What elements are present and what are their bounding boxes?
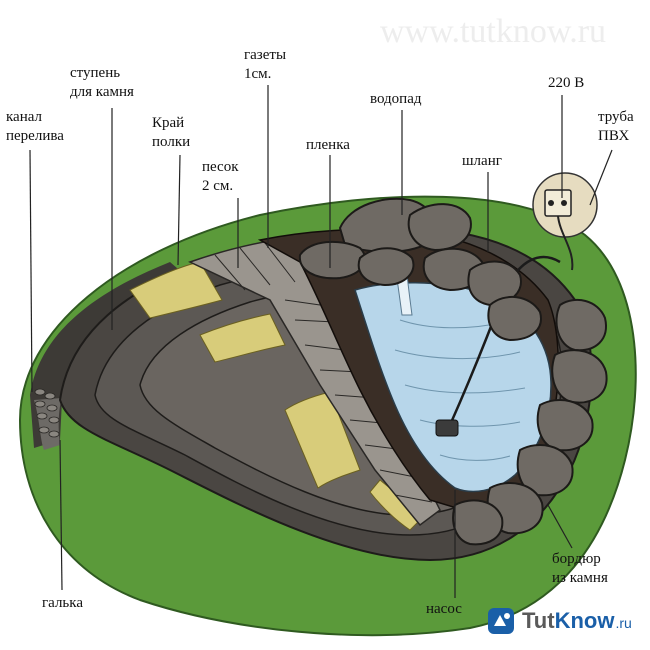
sand-strip-2 [199,313,286,363]
label-newspapers-line1: газеты [244,47,287,63]
label-220v: 220 В [548,75,585,91]
sand-strip-3 [284,391,361,489]
label-stone-step: ступень для камня [70,64,134,102]
label-shelf-edge: Край полки [152,114,190,152]
brand-name-part1: Tut [522,608,555,633]
label-pebbles: галька [42,595,83,611]
label-newspapers-line2: 1см. [244,66,272,82]
label-pvc-pipe-line1: труба [598,109,634,125]
label-hose: шланг [462,153,502,169]
label-shelf-edge-line1: Край [152,115,185,131]
brand-name-part2: Know [554,608,615,633]
leader-lines [29,85,613,598]
label-stone-border: бордюр из камня [552,550,608,588]
label-pvc-pipe-line2: ПВХ [598,128,630,144]
brand-logo[interactable]: TutKnow.ru [486,606,632,636]
label-stone-border-line2: из камня [552,570,608,586]
label-waterfall: водопад [370,91,422,107]
label-stone-border-line1: бордюр [552,551,601,567]
pump-box [435,419,459,437]
brand-domain: .ru [615,615,632,631]
label-sand-line1: песок [202,159,239,175]
label-liner: пленка [306,137,350,153]
label-overflow-channel-line2: перелива [6,128,64,144]
label-sand: песок 2 см. [202,158,239,196]
label-shelf-edge-line2: полки [152,134,191,150]
label-newspapers: газеты 1см. [244,46,286,84]
brand-text: TutKnow.ru [522,608,632,634]
border-stones [452,298,608,546]
label-stone-step-line1: ступень [70,65,121,81]
gravel-stones [34,388,60,438]
label-overflow-channel-line1: канал [6,109,43,125]
electrical-box [532,172,598,271]
label-stone-step-line2: для камня [70,84,134,100]
brand-mark-icon [488,608,514,634]
waterfall-rocks [298,197,542,342]
watermark-text: www.tutknow.ru [380,13,606,50]
label-pump: насос [426,601,462,617]
label-sand-line2: 2 см. [202,178,234,194]
label-overflow-channel: канал перелива [6,108,64,146]
label-pvc-pipe: труба ПВХ [598,108,634,146]
sand-strip-1 [129,261,223,319]
